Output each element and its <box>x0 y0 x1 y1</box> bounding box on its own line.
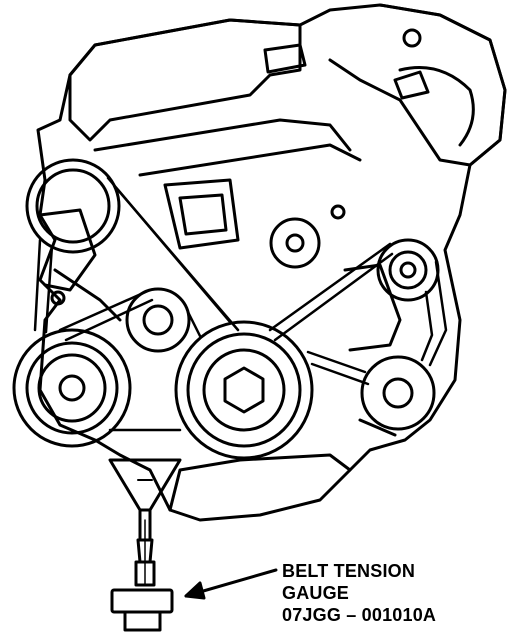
intake-bolt <box>402 28 422 48</box>
head-lower-ridge <box>138 143 362 177</box>
crankshaft-pulley <box>174 320 314 460</box>
intake-bracket <box>393 70 430 100</box>
bracket-bolt-left <box>50 290 66 306</box>
intake-runner <box>398 66 475 147</box>
right-block-ribs <box>343 263 402 352</box>
idler-pulley-hub <box>142 304 174 336</box>
thermostat-housing <box>163 178 240 250</box>
power-steering-pulley-ring <box>25 341 119 435</box>
power-steering-pulley-hub <box>58 374 86 402</box>
power-steering-pulley-ring-2 <box>37 353 107 423</box>
left-bracket-arm <box>53 268 122 322</box>
head-ridge <box>93 118 352 152</box>
ac-pulley <box>360 355 436 431</box>
part-number: 07JGG – 001010A <box>282 605 437 625</box>
idler-pulley <box>125 287 191 353</box>
label-line-1: BELT TENSION <box>282 561 416 581</box>
callout-arrow <box>184 568 278 600</box>
label-line-2: GAUGE <box>282 583 350 603</box>
oil-cap-detail <box>263 43 307 74</box>
center-boss <box>269 217 321 269</box>
crankshaft-pulley-ring <box>186 332 302 448</box>
tensioner-pulley-hub <box>399 261 417 279</box>
valve-cover <box>68 18 302 142</box>
oil-pan <box>168 453 352 512</box>
alternator-pulley <box>25 158 121 254</box>
belt-tension-gauge <box>108 458 182 632</box>
power-steering-pulley <box>12 328 132 448</box>
intake-manifold <box>328 3 507 167</box>
center-boss-hub <box>285 233 305 253</box>
thermostat-inner <box>178 193 228 236</box>
crankshaft-pulley-inner <box>202 348 286 432</box>
tensioner-pulley <box>376 238 440 302</box>
belt-tension-gauge-label: BELT TENSION GAUGE 07JGG – 001010A <box>282 560 508 626</box>
crankshaft-bolt-hex <box>223 366 265 414</box>
ac-pulley-hub <box>382 377 414 409</box>
small-bolt <box>330 204 346 220</box>
right-block-rib-2 <box>358 418 397 437</box>
alternator-pulley-inner <box>35 168 111 244</box>
left-bracket <box>38 208 97 292</box>
drive-belt <box>33 176 448 432</box>
tensioner-pulley-inner <box>388 250 428 290</box>
